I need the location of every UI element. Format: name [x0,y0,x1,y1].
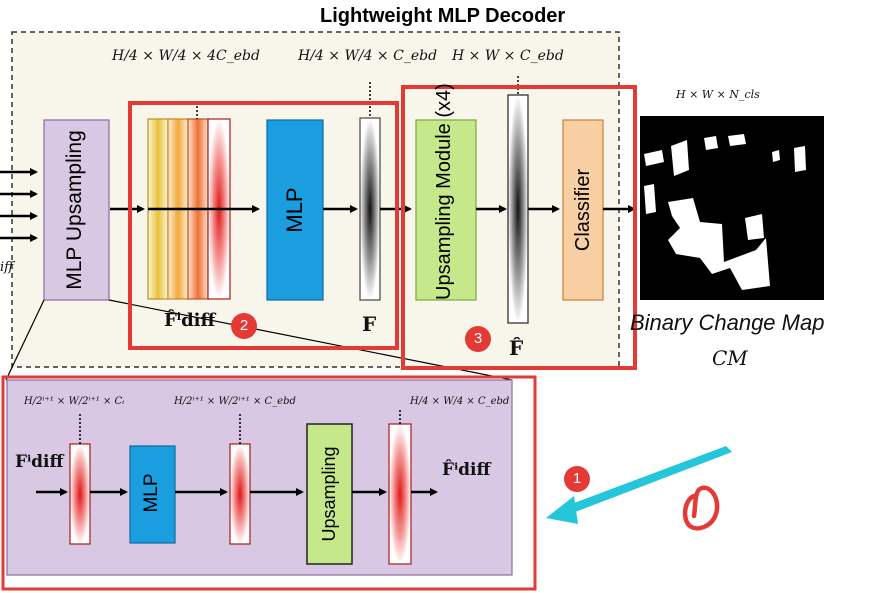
zoom-line-left [5,299,45,381]
detail-input-label: Fⁱdiff [15,452,64,472]
dim-fused-label: H/4 × W/4 × C_ebd [298,48,438,64]
highlight-box-3 [401,85,637,370]
detail-mlp-box [129,445,176,544]
decoder-title: Lightweight MLP Decoder [320,5,566,27]
upsampling-module-label: Upsampling Module (x4) [433,83,455,300]
detail-dim-input-label: H/2ⁱ⁺¹ × W/2ⁱ⁺¹ × Cᵢ [24,396,125,407]
input-partial-label: iff [0,260,14,275]
mlp-upsampling-box [43,119,110,301]
upsampling-module-box [415,119,477,301]
detail-dim-output-label: H/4 × W/4 × C_ebd [410,396,510,407]
cm-symbol: CM [712,346,748,370]
highlight-box-1 [1,375,537,591]
input-arrows [0,168,38,242]
badge-3: 3 [465,326,491,352]
highlight-box-2 [128,101,399,350]
fused-feature-label: F [362,312,377,336]
mlp-upsampling-label: MLP Upsampling [63,130,86,290]
detail-feature-mlp [229,443,251,545]
dim-concat-label: H/4 × W/4 × 4C_ebd [112,48,260,64]
feature-concat-label: F̂ⁱdiff [164,310,216,331]
badge-2: 2 [231,313,257,339]
dim-output-label: H × W × N_cls [676,88,760,101]
detail-mlp-label: MLP [141,473,162,513]
feature-f-hat [507,94,529,324]
dim-upsampled-label: H × W × C_ebd [452,48,564,64]
binary-change-map [640,116,824,300]
detail-upsampling-box [306,423,353,565]
detail-output-label: F̂ⁱdiff [442,460,491,480]
badge-1: 1 [564,466,590,492]
detail-dim-mlp-label: H/2ⁱ⁺¹ × W/2ⁱ⁺¹ × C_ebd [174,396,296,407]
detail-feature-input [69,443,91,545]
handwritten-mark [682,485,720,531]
detail-panel [6,379,513,576]
upsampled-feature-label: F̂ [509,336,524,360]
feature-f [359,117,381,301]
binary-change-map-caption: Binary Change Map [630,310,825,335]
classifier-label: Classifier [572,168,594,252]
detail-feature-output [388,423,412,565]
cyan-annotation-arrow [546,446,732,524]
mlp-box [266,119,324,301]
detail-upsampling-label: Upsampling [319,446,339,542]
mlp-label: MLP [282,187,307,233]
